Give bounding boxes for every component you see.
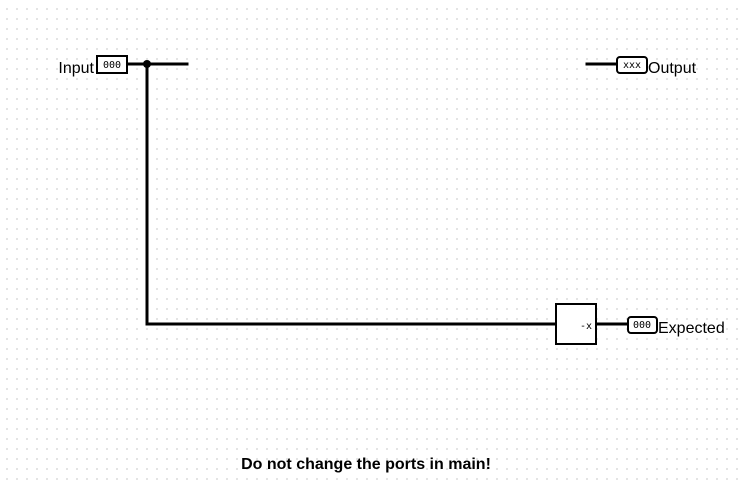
output-pin-value: xxx xyxy=(623,60,641,71)
output-pin-box[interactable] xyxy=(616,56,648,74)
expected-pin[interactable]: 000 Expected xyxy=(627,316,725,337)
wire-junction xyxy=(143,60,151,68)
expected-pin-value: 000 xyxy=(633,320,651,331)
output-pin[interactable]: xxx Output xyxy=(616,56,697,77)
expected-pin-box[interactable] xyxy=(627,316,658,334)
note-text: Do not change the ports in main! xyxy=(241,456,491,473)
input-pin-value: 000 xyxy=(103,60,121,71)
negator-label: -x xyxy=(580,321,592,332)
output-pin-label: Output xyxy=(648,60,697,77)
input-pin-box[interactable] xyxy=(96,55,128,74)
wires xyxy=(125,62,630,326)
negator-box[interactable] xyxy=(555,303,597,345)
input-pin-label: Input xyxy=(58,60,94,77)
negator-component[interactable]: -x xyxy=(555,303,597,345)
input-pin[interactable]: 000 Input xyxy=(58,55,128,77)
expected-pin-label: Expected xyxy=(658,320,725,337)
